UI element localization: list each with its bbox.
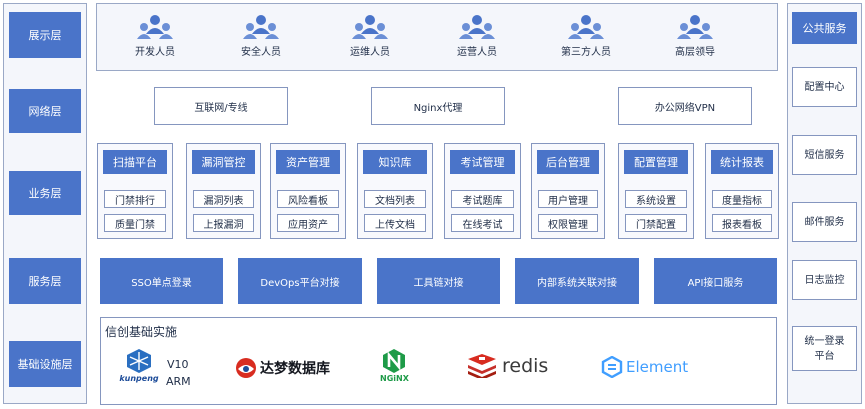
user-label: 运营人员 (457, 47, 497, 58)
infrastructure-title: 信创基础实施 (105, 325, 178, 339)
module-asset-management: 资产管理 风险看板 应用资产 (270, 143, 346, 239)
user-label: 开发人员 (135, 47, 175, 58)
user-executive: 高层领导 (645, 14, 745, 58)
module-title: 统计报表 (711, 150, 773, 174)
module-admin: 后台管理 用户管理 权限管理 (531, 143, 605, 239)
user-ops: 运维人员 (320, 14, 420, 58)
kunpeng-version: V10 (167, 358, 189, 371)
element-wordmark: Element (626, 358, 689, 376)
element-mark-icon (601, 356, 623, 378)
module-item: 用户管理 (538, 190, 598, 208)
sms-service: 短信服务 (792, 135, 857, 175)
redis-mark-icon (468, 354, 496, 378)
layer-network: 网络层 (9, 89, 81, 133)
module-title: 配置管理 (624, 150, 688, 174)
module-item: 上报漏洞 (193, 214, 254, 232)
module-scan-platform: 扫描平台 门禁排行 质量门禁 (97, 143, 173, 239)
public-services-title: 公共服务 (792, 12, 857, 44)
log-monitoring: 日志监控 (792, 260, 857, 300)
redis-wordmark: redis (502, 355, 549, 377)
user-security: 安全人员 (211, 14, 311, 58)
service-internal-systems: 内部系统关联对接 (515, 258, 639, 304)
module-title: 后台管理 (537, 150, 599, 174)
user-group-icon (243, 15, 279, 39)
module-item: 权限管理 (538, 214, 598, 232)
module-title: 知识库 (363, 150, 427, 174)
element-logo: Element (601, 356, 688, 378)
user-group-icon (568, 15, 604, 39)
module-item: 系统设置 (625, 190, 687, 208)
module-item: 度量指标 (712, 190, 772, 208)
dameng-wordmark: 达梦数据库 (260, 361, 330, 377)
module-title: 资产管理 (276, 150, 340, 174)
module-item: 文档列表 (364, 190, 426, 208)
user-group-icon (137, 15, 173, 39)
module-title: 扫描平台 (103, 150, 167, 174)
kunpeng-arch: ARM (166, 375, 191, 388)
module-title: 漏洞管控 (192, 150, 255, 174)
layer-infrastructure: 基础设施层 (9, 341, 81, 387)
user-label: 运维人员 (350, 47, 390, 58)
nginx-logo: NGiNX (380, 348, 409, 383)
email-service: 邮件服务 (792, 202, 857, 242)
dameng-mark-icon (236, 358, 256, 378)
module-item: 风险看板 (277, 190, 339, 208)
module-item: 报表看板 (712, 214, 772, 232)
redis-logo: redis (467, 354, 548, 378)
kunpeng-wordmark: kunpeng (119, 374, 159, 383)
unified-login: 统一登录平台 (792, 326, 857, 371)
user-label: 第三方人员 (561, 47, 611, 58)
module-exam-management: 考试管理 考试题库 在线考试 (444, 143, 521, 239)
user-group-icon (352, 15, 388, 39)
module-item: 考试题库 (451, 190, 514, 208)
config-center: 配置中心 (792, 67, 857, 107)
service-api: API接口服务 (654, 258, 777, 304)
user-group-icon (677, 15, 713, 39)
module-vuln-control: 漏洞管控 漏洞列表 上报漏洞 (186, 143, 261, 239)
user-group-icon (459, 15, 495, 39)
module-knowledge-base: 知识库 文档列表 上传文档 (357, 143, 433, 239)
user-label: 高层领导 (675, 47, 715, 58)
user-label: 安全人员 (241, 47, 281, 58)
module-title: 考试管理 (450, 150, 515, 174)
kunpeng-logo: kunpeng (117, 348, 161, 388)
dameng-logo: 达梦数据库 (235, 357, 330, 379)
network-nginx-proxy: Nginx代理 (371, 87, 505, 125)
service-devops: DevOps平台对接 (238, 258, 362, 304)
user-third-party: 第三方人员 (536, 14, 636, 58)
module-item: 应用资产 (277, 214, 339, 232)
presentation-panel: 开发人员 安全人员 运维人员 运营人员 第三方人员 (96, 3, 778, 71)
layer-presentation: 展示层 (9, 12, 81, 58)
module-config-management: 配置管理 系统设置 门禁配置 (618, 143, 694, 239)
module-item: 上传文档 (364, 214, 426, 232)
user-operations: 运营人员 (427, 14, 527, 58)
module-item: 门禁配置 (625, 214, 687, 232)
infrastructure-panel: 信创基础实施 kunpeng V10 ARM 达梦数据库 NGiNX (100, 317, 777, 405)
kunpeng-mark-icon (127, 349, 151, 373)
network-vpn: 办公网络VPN (618, 87, 752, 125)
module-item: 漏洞列表 (193, 190, 254, 208)
nginx-mark-icon (383, 349, 406, 373)
layer-business: 业务层 (9, 171, 81, 215)
service-toolchain: 工具链对接 (377, 258, 500, 304)
module-item: 门禁排行 (104, 190, 166, 208)
service-sso: SSO单点登录 (100, 258, 223, 304)
network-internet: 互联网/专线 (154, 87, 288, 125)
module-item: 质量门禁 (104, 214, 166, 232)
layer-service: 服务层 (9, 258, 81, 304)
nginx-wordmark: NGiNX (380, 374, 409, 383)
user-developer: 开发人员 (105, 14, 205, 58)
module-statistics-report: 统计报表 度量指标 报表看板 (705, 143, 779, 239)
module-item: 在线考试 (451, 214, 514, 232)
